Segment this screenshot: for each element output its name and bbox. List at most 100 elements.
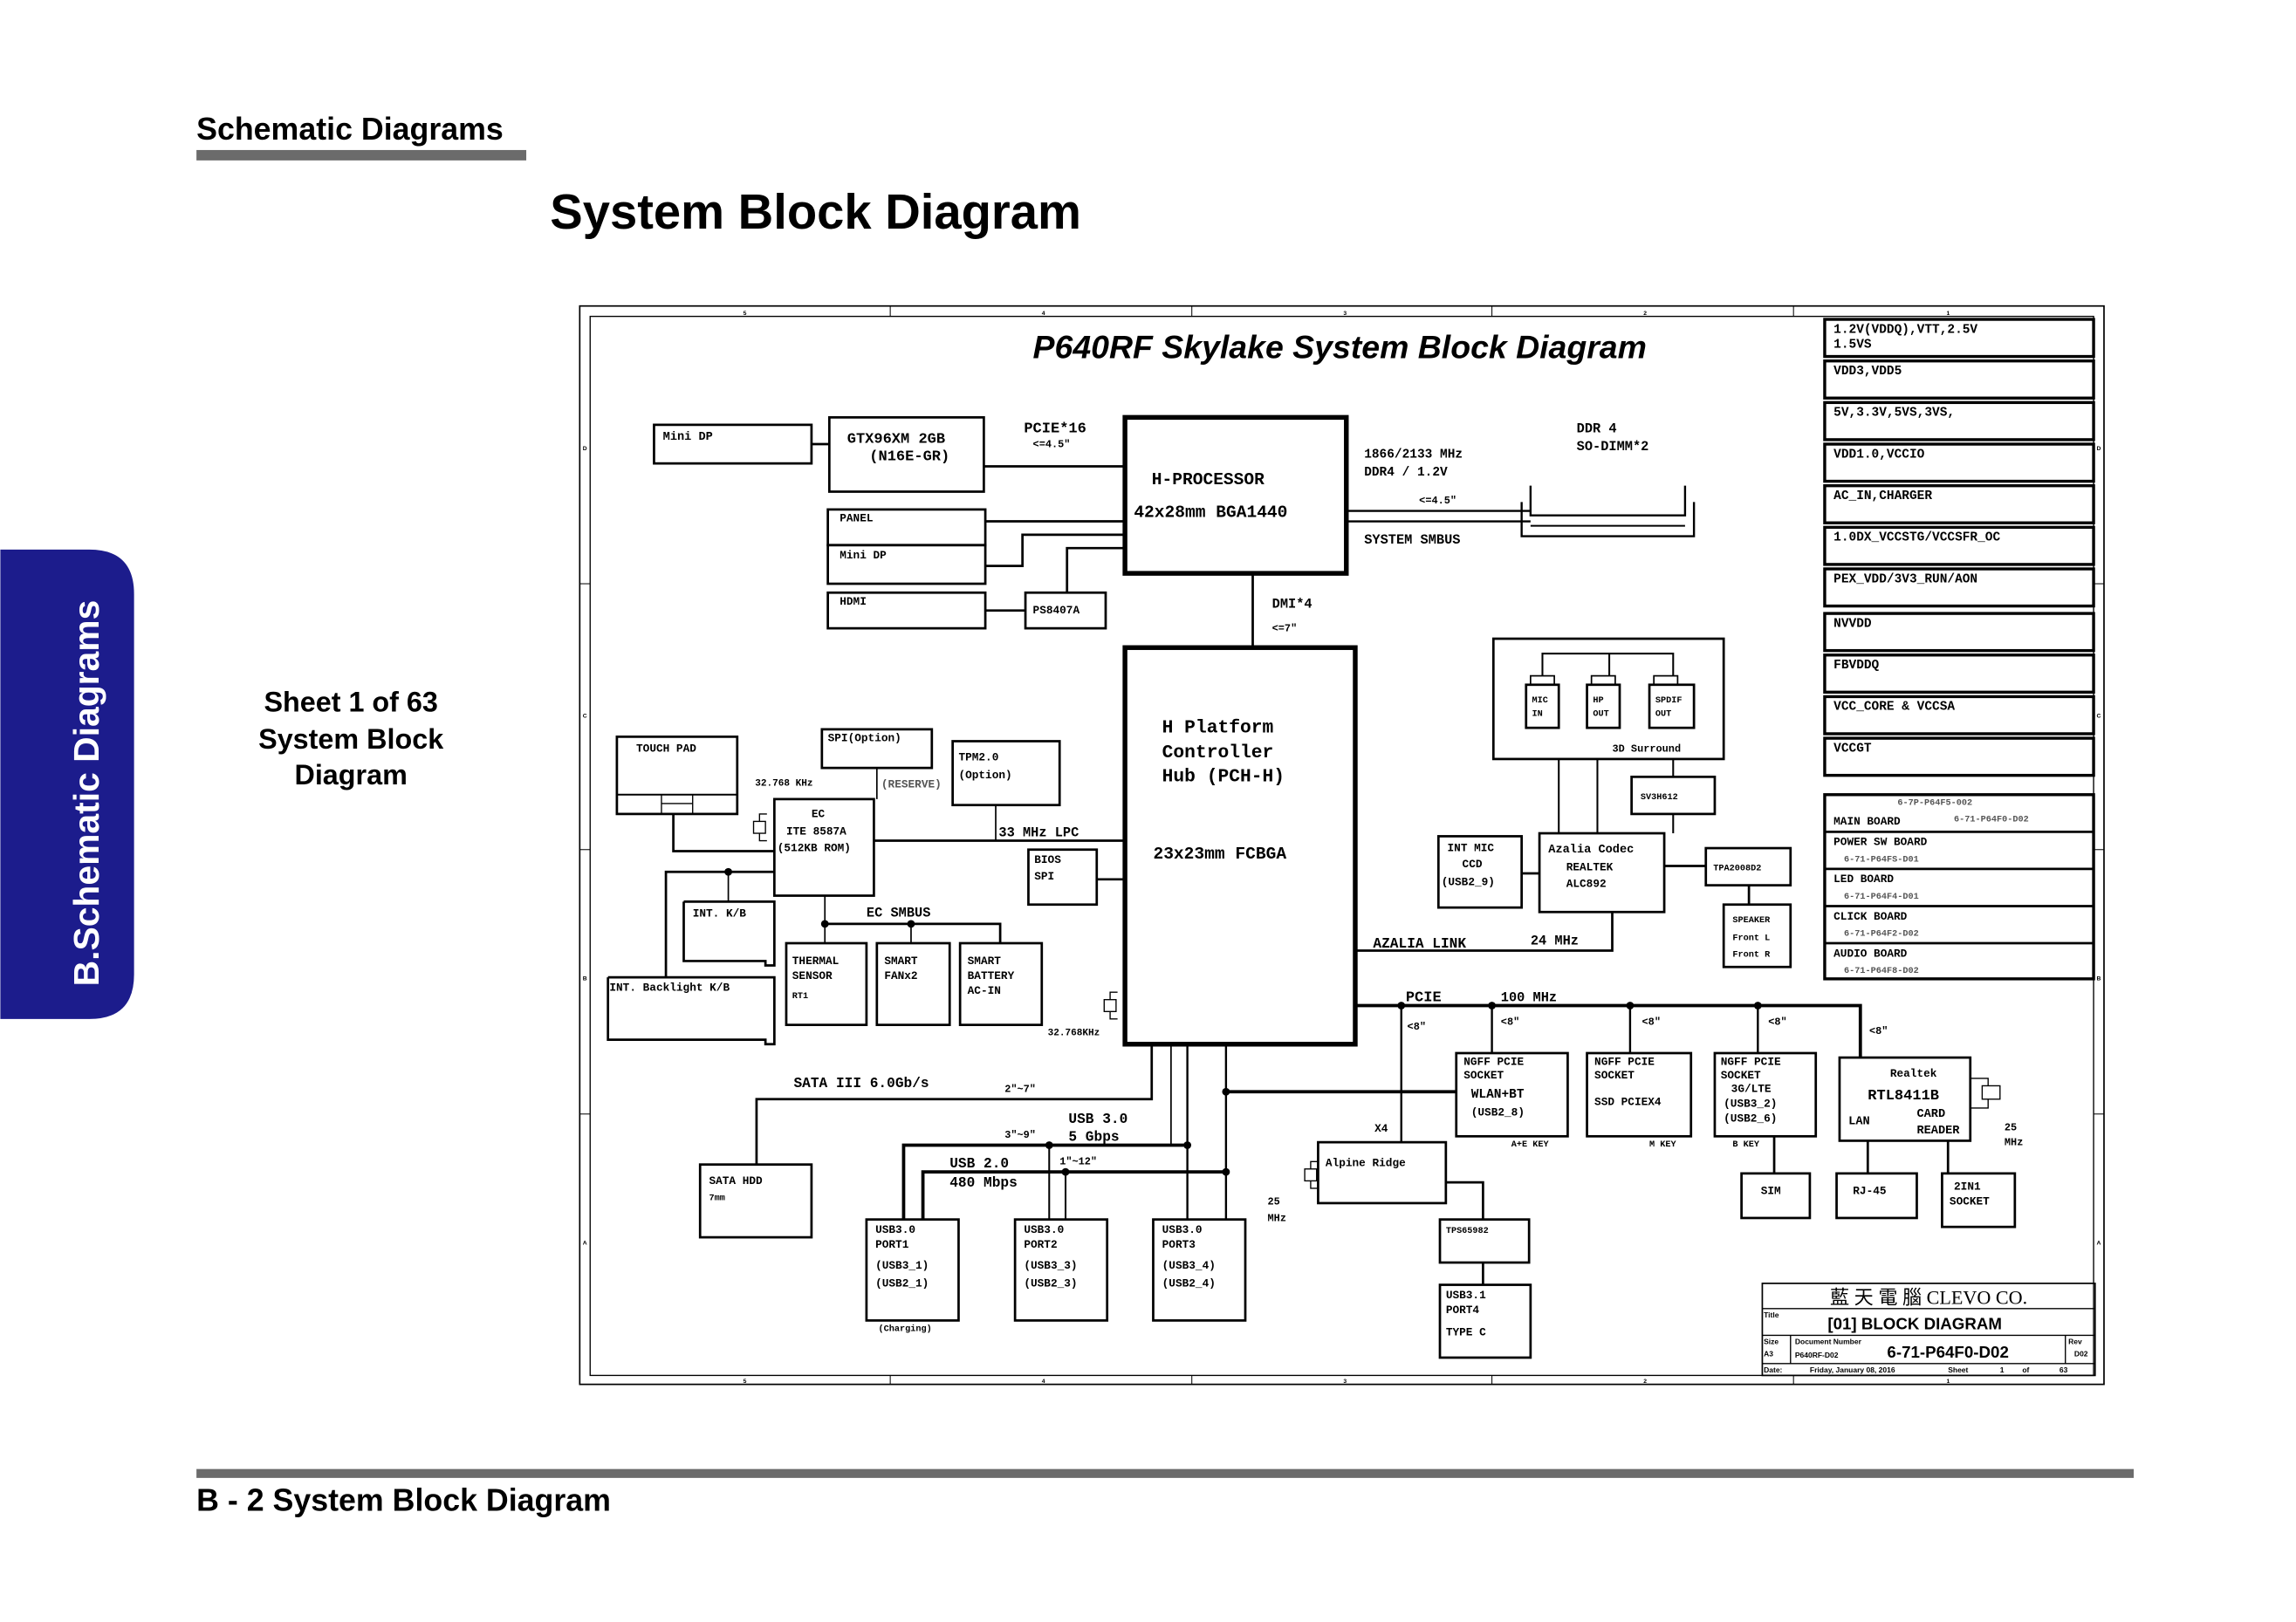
label: SPEAKER: [1732, 915, 1771, 926]
label: A3: [1764, 1349, 1773, 1358]
power-rail-block: [1823, 736, 2095, 777]
crystal-icon: [752, 820, 766, 834]
smart-fan-block: [875, 941, 951, 1027]
connection-line: [1445, 1181, 1484, 1220]
page-title: System Block Diagram: [550, 184, 1081, 239]
sheet-info-line: Diagram: [294, 759, 407, 790]
thermal-sensor-block: [785, 941, 868, 1027]
label: D02: [2074, 1349, 2088, 1358]
label: (USB2_8): [1471, 1105, 1525, 1119]
label: 33 MHz LPC: [998, 825, 1079, 840]
label: EC: [812, 807, 826, 820]
label: READER: [1916, 1125, 1960, 1138]
label: 3"~9": [1004, 1129, 1036, 1141]
board-name: MAIN BOARD: [1833, 815, 1901, 828]
label: Sheet: [1948, 1365, 1968, 1374]
grid-row-marker: C: [583, 713, 587, 719]
board-name: LED BOARD: [1833, 873, 1894, 886]
label: INT MIC: [1448, 841, 1495, 854]
label: RJ-45: [1853, 1185, 1886, 1198]
sheet-info-line: System Block: [258, 723, 444, 755]
wwan-socket-block: [1713, 1051, 1818, 1138]
connection-line: [755, 1044, 1154, 1165]
label: Friday, January 08, 2016: [1810, 1365, 1895, 1374]
grid-row-marker: D: [583, 446, 587, 452]
label: PCIE: [1406, 989, 1442, 1006]
board-part-number: 6-7P-P64F5-002: [1897, 798, 1972, 809]
label: (N16E-GR): [869, 449, 949, 466]
label: Alpine Ridge: [1326, 1156, 1406, 1169]
label: (USB2_1): [875, 1276, 929, 1290]
label: <8": [1501, 1016, 1519, 1029]
label: Rev: [2068, 1338, 2082, 1346]
power-rail-label: VCCGT: [1833, 742, 1872, 756]
label: Realtek: [1890, 1067, 1937, 1080]
crystal-lead: [758, 813, 767, 822]
power-rail-label: 1.0DX_VCCSTG/VCCSFR_OC: [1833, 531, 2000, 545]
sidebar-tab-label: B.Schematic Diagrams: [66, 600, 106, 987]
label: TPS65982: [1446, 1226, 1489, 1236]
connection-line: [921, 1170, 1226, 1220]
grid-column-marker: 5: [744, 1379, 747, 1385]
grid-row-marker: D: [2096, 446, 2101, 452]
audio-jack-icon: [1525, 683, 1560, 729]
label: GTX96XM 2GB: [847, 431, 945, 448]
label: (USB2_9): [1442, 876, 1495, 889]
connection-line: [1970, 1098, 1989, 1109]
drawing-title: [01] BLOCK DIAGRAM: [1827, 1315, 2002, 1333]
usb-port-block: [1152, 1218, 1247, 1322]
label: 1: [2000, 1365, 2005, 1374]
connection-line: [901, 1143, 1188, 1220]
sata-hdd-block: [698, 1163, 813, 1239]
label: SOCKET: [1721, 1069, 1761, 1082]
label: PANEL: [840, 512, 873, 525]
label: SPI: [1034, 870, 1054, 883]
label: SIM: [1761, 1185, 1781, 1198]
label: OUT: [1655, 709, 1671, 720]
power-rail-label: PEX_VDD/3V3_RUN/AON: [1833, 572, 1977, 586]
board-part-number: 6-71-P64F2-D02: [1844, 929, 1919, 940]
backlight-kb-block: [607, 975, 776, 1046]
section-header: Schematic Diagrams: [196, 112, 504, 147]
jack-tab: [1590, 674, 1616, 686]
sheet-info-line: Sheet 1 of 63: [264, 686, 437, 717]
connection-line: [1541, 653, 1675, 676]
label: 7mm: [709, 1194, 724, 1204]
label: LAN: [1848, 1116, 1870, 1129]
mini-dp-block: [826, 544, 987, 585]
label: SYSTEM SMBUS: [1364, 532, 1460, 548]
label: IN: [1532, 709, 1543, 720]
label: 23x23mm FCBGA: [1153, 845, 1286, 864]
label: Date:: [1764, 1365, 1782, 1374]
grid-row-marker: B: [2096, 976, 2101, 982]
power-rail-block: [1823, 654, 2095, 695]
crystal-lead: [1310, 1160, 1319, 1169]
label: SPI(Option): [828, 731, 901, 744]
sidebar-tab[interactable]: [0, 549, 134, 1019]
power-rail-label: VDD3,VDD5: [1833, 365, 1902, 379]
grid-column-marker: 5: [744, 311, 747, 317]
label: 24 MHz: [1531, 934, 1579, 949]
label: M KEY: [1649, 1140, 1676, 1150]
label: (RESERVE): [881, 777, 942, 790]
grid-column-marker: 4: [1042, 1379, 1045, 1385]
diagram-title: P640RF Skylake System Block Diagram: [1033, 328, 1647, 365]
board-name: AUDIO BOARD: [1833, 947, 1908, 960]
label: RT1: [792, 991, 808, 1002]
grid-column-marker: 3: [1343, 1379, 1347, 1385]
grid-row-marker: A: [2096, 1241, 2101, 1247]
label: Azalia Codec: [1548, 844, 1634, 857]
grid-column-marker: 2: [1643, 311, 1647, 317]
label: SO-DIMM*2: [1577, 439, 1649, 455]
label: SOCKET: [1594, 1069, 1635, 1082]
label: FANx2: [884, 969, 917, 982]
label: MHz: [1268, 1212, 1286, 1224]
label: (USB3_2): [1724, 1097, 1777, 1110]
header-divider: [196, 149, 527, 161]
label: PORT1: [875, 1238, 909, 1251]
power-rail-label: FBVDDQ: [1833, 659, 1879, 673]
hdmi-block: [826, 591, 987, 630]
crystal-lead: [1109, 991, 1118, 1000]
cpu-block: [1122, 414, 1349, 576]
